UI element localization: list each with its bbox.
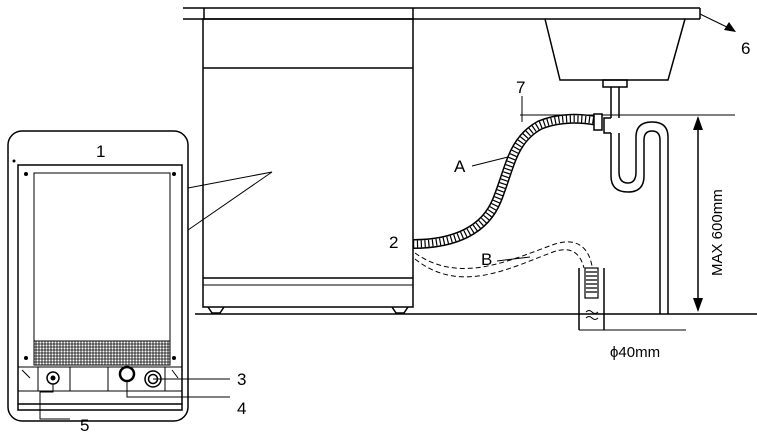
- max-height-label: MAX 600mm: [709, 189, 726, 276]
- drain-hose-b: [414, 241, 593, 278]
- standpipe: [578, 267, 686, 331]
- label-5: 5: [80, 416, 89, 435]
- vent-grille: [33, 340, 171, 366]
- detail-callout-pointer: [187, 171, 273, 231]
- leader-a: [471, 156, 509, 167]
- port-4: [118, 365, 136, 383]
- pipe-diameter-label: ϕ40mm: [610, 344, 660, 361]
- leader-b: [496, 256, 531, 262]
- label-6: 6: [741, 39, 750, 58]
- dishwasher-cabinet: [202, 18, 414, 314]
- label-2: 2: [389, 233, 398, 252]
- drain-hose-a: [412, 113, 603, 249]
- label-7: 7: [516, 78, 525, 97]
- sink: [544, 18, 686, 118]
- label-b: B: [481, 250, 492, 269]
- label-a: A: [454, 157, 466, 176]
- max-height-dimension: [693, 116, 703, 312]
- label-3: 3: [237, 370, 246, 389]
- rear-view-detail: [7, 130, 230, 422]
- label-4: 4: [237, 399, 246, 418]
- leader-6: [699, 13, 736, 32]
- countertop: [183, 7, 701, 20]
- sink-trap: [603, 117, 669, 314]
- label-1: 1: [96, 142, 105, 161]
